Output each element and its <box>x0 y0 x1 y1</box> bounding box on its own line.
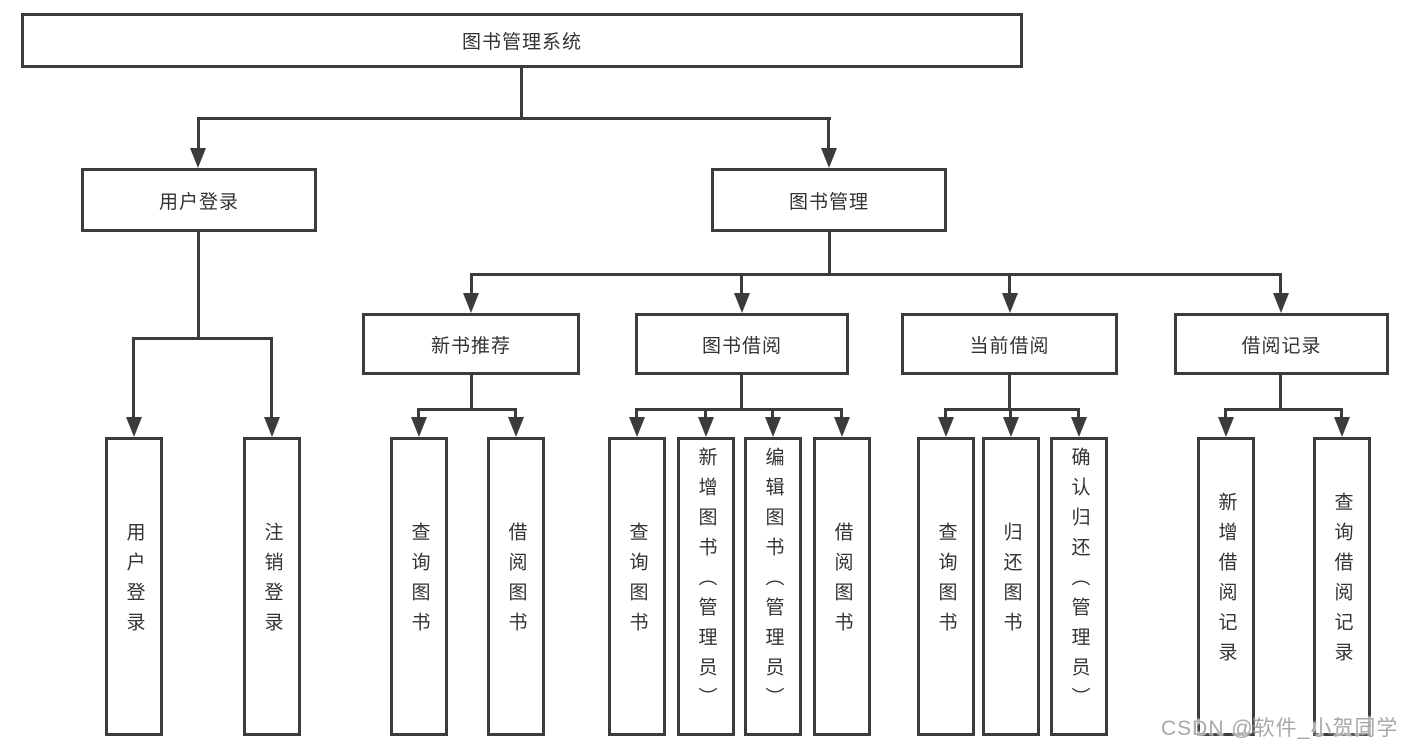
connector-line <box>1008 273 1011 296</box>
connector-line <box>1224 408 1227 420</box>
node-label: 图书管理 <box>788 191 869 213</box>
connector-line <box>1279 273 1282 296</box>
connector-line <box>771 408 774 420</box>
leaf-edit-books-admin: 编辑图书（管理员） <box>744 437 802 736</box>
connector-line <box>520 66 523 119</box>
node-label: 新书推荐 <box>430 335 511 357</box>
connector-line <box>1009 408 1012 420</box>
arrow-down-icon <box>1002 293 1018 313</box>
leaf-return-books: 归还图书 <box>982 437 1040 736</box>
arrow-down-icon <box>821 148 837 168</box>
arrow-down-icon <box>1071 417 1087 437</box>
leaf-borrow-books: 借阅图书 <box>813 437 871 736</box>
connector-line <box>635 408 638 420</box>
arrow-down-icon <box>1334 417 1350 437</box>
node-new-book-recommendation: 新书推荐 <box>362 313 580 375</box>
connector-line <box>1279 373 1282 410</box>
node-book-management: 图书管理 <box>711 168 947 232</box>
connector-line <box>1340 408 1343 420</box>
leaf-query-borrow-record: 查询借阅记录 <box>1313 437 1371 736</box>
connector-line <box>197 230 200 339</box>
connector-line <box>470 373 473 410</box>
arrow-down-icon <box>508 417 524 437</box>
arrow-down-icon <box>629 417 645 437</box>
leaf-label: 新增借阅记录 <box>1215 491 1237 672</box>
arrow-down-icon <box>834 417 850 437</box>
arrow-down-icon <box>1273 293 1289 313</box>
leaf-label: 查询图书 <box>935 521 957 642</box>
connector-line <box>946 408 1080 411</box>
leaf-label: 借阅图书 <box>505 521 527 642</box>
connector-line <box>828 230 831 275</box>
leaf-label: 新增图书（管理员） <box>695 446 717 717</box>
connector-line <box>197 117 200 150</box>
arrow-down-icon <box>463 293 479 313</box>
node-borrowing-records: 借阅记录 <box>1174 313 1389 375</box>
connector-line <box>417 408 420 420</box>
connector-line <box>840 408 843 420</box>
leaf-query-books-current: 查询图书 <box>917 437 975 736</box>
leaf-query-books-borrow: 查询图书 <box>608 437 666 736</box>
connector-line <box>637 408 843 411</box>
arrow-down-icon <box>1003 417 1019 437</box>
arrow-down-icon <box>190 148 206 168</box>
node-current-borrowing: 当前借阅 <box>901 313 1118 375</box>
node-user-login: 用户登录 <box>81 168 317 232</box>
leaf-confirm-return-admin: 确认归还（管理员） <box>1050 437 1108 736</box>
leaf-label: 借阅图书 <box>831 521 853 642</box>
connector-line <box>740 373 743 410</box>
arrow-down-icon <box>264 417 280 437</box>
arrow-down-icon <box>765 417 781 437</box>
leaf-logout: 注销登录 <box>243 437 301 736</box>
leaf-label: 查询图书 <box>626 521 648 642</box>
connector-line <box>1077 408 1080 420</box>
connector-line <box>1008 373 1011 410</box>
leaf-label: 用户登录 <box>123 521 145 642</box>
connector-line <box>740 273 743 296</box>
connector-line <box>133 337 273 340</box>
connector-line <box>704 408 707 420</box>
arrow-down-icon <box>938 417 954 437</box>
connector-line <box>197 117 831 120</box>
leaf-label: 查询借阅记录 <box>1331 491 1353 672</box>
leaf-add-books-admin: 新增图书（管理员） <box>677 437 735 736</box>
connector-line <box>470 273 1282 276</box>
arrow-down-icon <box>126 417 142 437</box>
leaf-query-books-recommend: 查询图书 <box>390 437 448 736</box>
connector-line <box>827 117 830 150</box>
node-library-management-system: 图书管理系统 <box>21 13 1023 68</box>
arrow-down-icon <box>734 293 750 313</box>
arrow-down-icon <box>1218 417 1234 437</box>
node-label: 用户登录 <box>158 191 239 213</box>
arrow-down-icon <box>411 417 427 437</box>
node-label: 图书借阅 <box>701 335 782 357</box>
node-label: 借阅记录 <box>1241 335 1322 357</box>
leaf-label: 确认归还（管理员） <box>1068 446 1090 717</box>
leaf-label: 归还图书 <box>1000 521 1022 642</box>
leaf-label: 查询图书 <box>408 521 430 642</box>
connector-line <box>270 337 273 419</box>
connector-line <box>470 273 473 296</box>
arrow-down-icon <box>698 417 714 437</box>
connector-line <box>944 408 947 420</box>
csdn-watermark: CSDN @软件_小贺同学 <box>1161 717 1399 740</box>
leaf-user-login: 用户登录 <box>105 437 163 736</box>
leaf-add-borrow-record: 新增借阅记录 <box>1197 437 1255 736</box>
node-label: 当前借阅 <box>969 335 1050 357</box>
connector-line <box>132 337 135 419</box>
leaf-label: 注销登录 <box>261 521 283 642</box>
connector-line <box>514 408 517 420</box>
node-label: 图书管理系统 <box>461 32 582 53</box>
connector-line <box>1226 408 1343 411</box>
node-book-borrowing: 图书借阅 <box>635 313 849 375</box>
leaf-borrow-books-recommend: 借阅图书 <box>487 437 545 736</box>
connector-line <box>419 408 517 411</box>
leaf-label: 编辑图书（管理员） <box>762 446 784 717</box>
